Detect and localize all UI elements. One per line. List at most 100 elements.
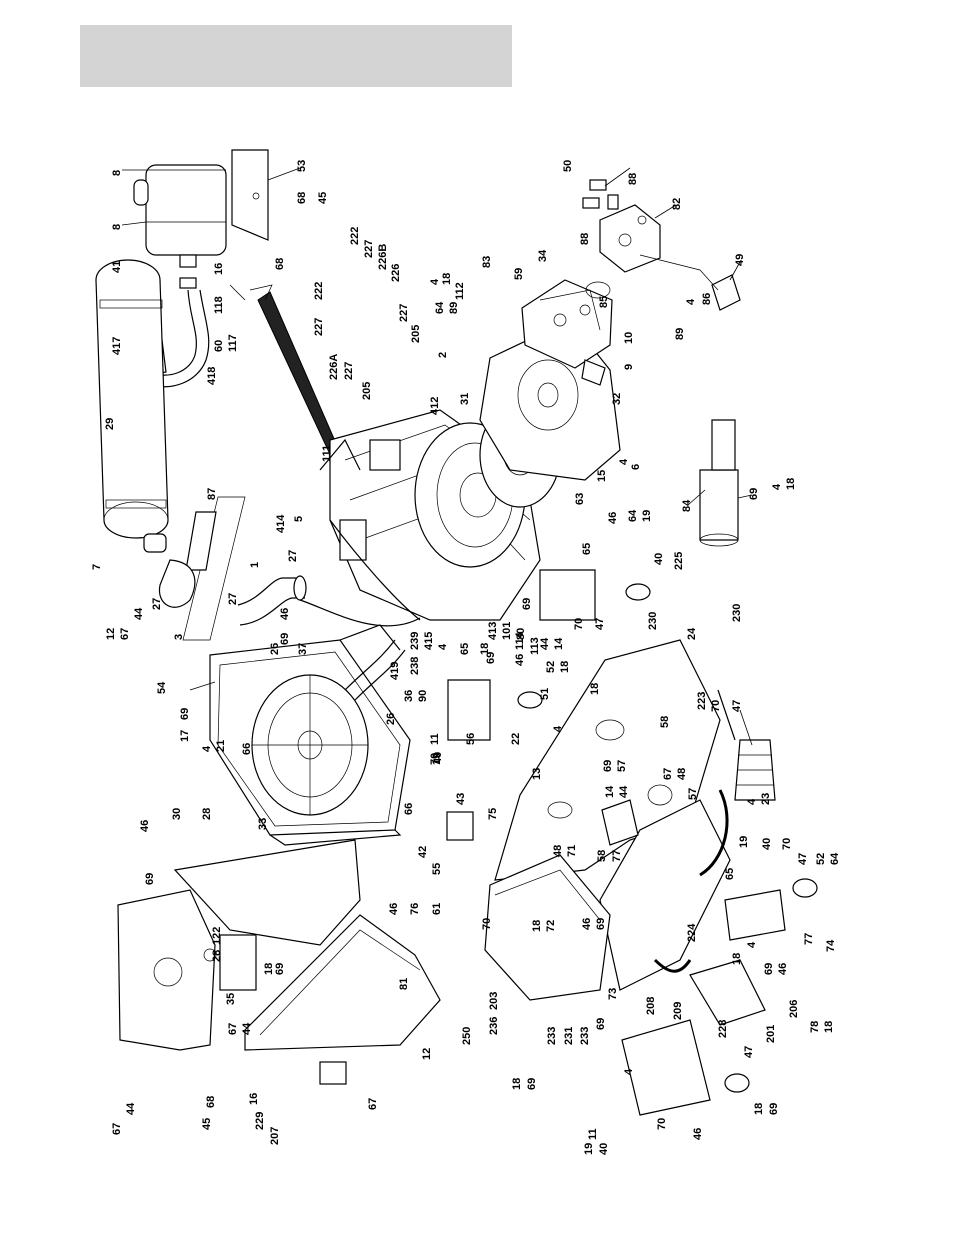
- callout: 69: [274, 963, 286, 975]
- callout: 69: [279, 633, 291, 645]
- callout: 27: [151, 598, 163, 610]
- callout: 82: [671, 198, 683, 210]
- callout: 227: [343, 362, 355, 380]
- callout: 24: [686, 627, 698, 640]
- cylinder: [699, 419, 739, 547]
- callout: 16: [248, 1093, 260, 1105]
- callout: 230: [647, 612, 659, 630]
- callout: 74: [825, 939, 837, 952]
- callout: 206: [788, 1000, 800, 1018]
- callout: 61: [431, 903, 443, 915]
- callout: 18: [479, 643, 491, 655]
- callout: 88: [579, 233, 591, 245]
- callout: 114: [514, 631, 526, 650]
- callout: 69: [521, 598, 533, 610]
- trim-strips: [653, 789, 729, 973]
- callout: 13: [531, 768, 543, 780]
- callout: 27: [227, 593, 239, 605]
- radiator: [209, 624, 411, 846]
- callout: 122: [211, 927, 223, 945]
- callout: 51: [539, 688, 551, 700]
- callout: 16: [213, 263, 225, 275]
- callout: 69: [595, 918, 607, 930]
- callout: 52: [815, 853, 827, 865]
- right-mounts: [621, 878, 818, 1116]
- callout: 12: [421, 1048, 433, 1060]
- callout: 76: [409, 903, 421, 915]
- callout: 239: [409, 632, 421, 650]
- callout: 113: [529, 637, 541, 655]
- callout: 44: [618, 785, 630, 798]
- leader-lines: [121, 167, 753, 746]
- callout: 53: [296, 160, 308, 172]
- callout: 49: [734, 254, 746, 266]
- callout: 60: [213, 340, 225, 352]
- callout: 69: [748, 488, 760, 500]
- callout: 233: [579, 1027, 591, 1045]
- callout: 230: [731, 604, 743, 622]
- callout: 89: [674, 328, 686, 340]
- callout: 18: [753, 1103, 765, 1115]
- callout: 209: [672, 1002, 684, 1020]
- callout: 228: [717, 1020, 729, 1038]
- muffler-assembly: [133, 149, 269, 289]
- callout: 89: [448, 302, 460, 314]
- callout: 45: [201, 1118, 213, 1130]
- callout: 208: [645, 997, 657, 1015]
- callout: 233: [546, 1027, 558, 1045]
- radiator-hose: [344, 639, 406, 701]
- callout: 70: [573, 618, 585, 630]
- callout: 101: [501, 622, 513, 640]
- callout: 222: [313, 282, 325, 300]
- callout: 65: [459, 643, 471, 655]
- callout: 19: [431, 753, 443, 765]
- callout: 64: [627, 509, 639, 522]
- callout: 17: [179, 730, 191, 742]
- callout: 227: [363, 240, 375, 258]
- callout: 69: [595, 1018, 607, 1030]
- callout: 52: [545, 661, 557, 673]
- callout: 67: [111, 1123, 123, 1135]
- callout: 36: [403, 690, 415, 702]
- callout: 207: [269, 1127, 281, 1145]
- callout: 69: [602, 760, 614, 772]
- callout: 77: [611, 850, 623, 862]
- callout: 415: [423, 632, 435, 650]
- callout: 34: [537, 249, 549, 262]
- callout: 413: [487, 622, 499, 640]
- callout: 32: [611, 393, 623, 405]
- callout: 48: [552, 845, 564, 857]
- callout: 67: [119, 628, 131, 640]
- callout: 73: [607, 988, 619, 1000]
- callout: 250: [461, 1027, 473, 1045]
- callout: 18: [441, 273, 453, 285]
- callout: 50: [562, 160, 574, 172]
- callout: 46: [581, 918, 593, 930]
- callout: 78: [809, 1021, 821, 1033]
- callout: 3: [173, 634, 185, 640]
- callout: 205: [410, 325, 422, 343]
- callout: 35: [225, 993, 237, 1005]
- callout: 80: [515, 628, 527, 640]
- callout: 46: [388, 903, 400, 915]
- callout: 414: [275, 514, 287, 533]
- callout: 236: [488, 1017, 500, 1035]
- callout: 417: [111, 337, 123, 355]
- callout: 226: [390, 264, 402, 282]
- callout: 18: [531, 920, 543, 932]
- callout: 55: [431, 863, 443, 875]
- callout: 88: [627, 173, 639, 185]
- callout: 227: [398, 304, 410, 322]
- callout: 72: [545, 920, 557, 932]
- callout: 40: [432, 752, 444, 764]
- callout: 118: [213, 296, 225, 314]
- callout: 69: [144, 873, 156, 885]
- callout: 21: [215, 740, 227, 752]
- callout: 14: [604, 785, 616, 798]
- base-plate: [494, 639, 731, 991]
- callout: 81: [398, 978, 410, 990]
- callout: 8: [111, 170, 123, 176]
- callout: 45: [317, 192, 329, 204]
